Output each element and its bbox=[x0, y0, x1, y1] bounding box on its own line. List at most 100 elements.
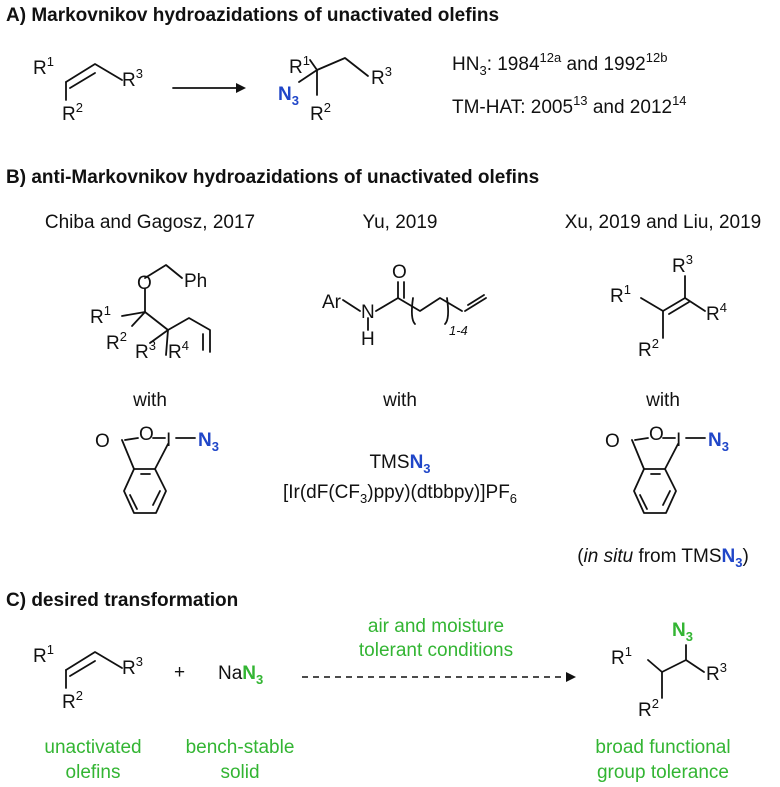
b-col1-azide: N3 bbox=[198, 430, 219, 454]
b-col3-substrate: R1 R2 R3 R4 bbox=[610, 252, 727, 361]
ring-o-bond bbox=[634, 437, 649, 441]
c-caption-reagent-line1: bench-stable bbox=[186, 737, 295, 758]
a-product-r1: R1 bbox=[289, 53, 310, 78]
b-col2-oxygen: O bbox=[392, 262, 407, 283]
b-col3-ring-o: O bbox=[649, 424, 664, 445]
b-col2-with: with bbox=[382, 390, 417, 411]
arrow-head-icon bbox=[566, 672, 576, 682]
iodoxolone-ring bbox=[631, 439, 679, 470]
section-b-header: B) anti-Markovnikov hydroazidations of u… bbox=[6, 167, 539, 188]
ring-o-bond bbox=[124, 437, 139, 441]
c-conditions-line2: tolerant conditions bbox=[359, 640, 513, 661]
alkene-skeleton bbox=[65, 63, 123, 83]
b-col3-r3: R3 bbox=[672, 252, 693, 277]
terminal-alkene-single bbox=[464, 297, 487, 312]
a-reactant-r1: R1 bbox=[33, 54, 54, 79]
b-col1-carbonyl-o: O bbox=[95, 431, 110, 452]
c-reactant-r3: R3 bbox=[122, 654, 143, 679]
c-product-azide: N3 bbox=[672, 620, 693, 644]
amide-bonds bbox=[375, 281, 399, 312]
product-skeleton bbox=[298, 57, 369, 83]
ar-n-bond bbox=[342, 299, 361, 312]
b-col1-oxygen: O bbox=[137, 273, 152, 294]
c-plus-sign: + bbox=[174, 662, 185, 683]
b-col2-nitrogen: N bbox=[361, 302, 375, 323]
c-caption-olefins-line2: olefins bbox=[66, 762, 121, 783]
section-c-product: R1 N3 R2 R3 bbox=[611, 620, 727, 721]
c-product-r3: R3 bbox=[706, 660, 727, 685]
b-col1-title: Chiba and Gagosz, 2017 bbox=[45, 212, 255, 233]
benzene-ring bbox=[123, 468, 167, 514]
a-reactant-r2: R2 bbox=[62, 100, 83, 125]
b-col1-reagent-abx: O O I N3 bbox=[95, 424, 219, 514]
b-col3-in-situ-note: (in situ from TMSN3) bbox=[577, 546, 749, 570]
c-caption-product-line2: group tolerance bbox=[597, 762, 729, 783]
b-col3-r4: R4 bbox=[706, 300, 727, 325]
repeat-bracket-left bbox=[410, 297, 416, 325]
b-col1-iodine: I bbox=[166, 430, 171, 451]
repeat-bracket-right bbox=[444, 297, 450, 325]
b-col1-substrate: O Ph R1 R2 R3 R4 bbox=[90, 264, 211, 363]
r2-bond bbox=[131, 311, 146, 327]
r4-bond bbox=[684, 297, 706, 312]
benzyl-ether-bonds bbox=[144, 264, 183, 279]
quaternary-bonds bbox=[121, 311, 169, 356]
b-col3-with: with bbox=[645, 390, 680, 411]
c-caption-reagent-line2: solid bbox=[220, 762, 259, 783]
b-col2-hydrogen: H bbox=[361, 329, 375, 350]
c-reagent-nan3: NaN3 bbox=[218, 663, 263, 687]
b-col1-r3: R3 bbox=[135, 338, 156, 363]
b-col2-repeat-count: 1-4 bbox=[449, 323, 468, 338]
a-product-azide: N3 bbox=[278, 84, 299, 108]
section-c-reactant: R1 R3 R2 bbox=[33, 642, 143, 713]
b-col3-reagent-abx: O O I N3 bbox=[605, 424, 729, 514]
b-col3-title: Xu, 2019 and Liu, 2019 bbox=[565, 212, 762, 233]
terminal-alkene-double bbox=[467, 294, 485, 306]
r3-bond bbox=[149, 329, 169, 344]
c-conditions-line1: air and moisture bbox=[368, 616, 504, 637]
iodoxolone-ring bbox=[121, 439, 169, 470]
a-reference-hn3: HN3: 198412a and 199212b bbox=[452, 50, 667, 78]
double-bond-line bbox=[69, 660, 96, 677]
a-product-r2: R2 bbox=[310, 100, 331, 125]
section-a-arrow bbox=[172, 83, 246, 93]
b-col1-r4: R4 bbox=[168, 338, 189, 363]
b-col2-title: Yu, 2019 bbox=[362, 212, 437, 233]
c-product-r1: R1 bbox=[611, 644, 632, 669]
r1-bond bbox=[309, 59, 318, 71]
b-col1-with: with bbox=[132, 390, 167, 411]
c-caption-olefins-line1: unactivated bbox=[44, 737, 141, 758]
b-col2-substrate: O Ar N H 1-4 bbox=[322, 262, 487, 350]
arrow-head-icon bbox=[236, 83, 246, 93]
b-col3-iodine: I bbox=[676, 430, 681, 451]
section-a-reactant: R1 R3 R2 bbox=[33, 54, 143, 125]
allyl-bonds bbox=[167, 317, 211, 353]
double-bond-line bbox=[668, 301, 690, 315]
b-col3-carbonyl-o: O bbox=[605, 431, 620, 452]
b-col1-r1: R1 bbox=[90, 303, 111, 328]
b-col3-r1: R1 bbox=[610, 282, 631, 307]
c-product-r2: R2 bbox=[638, 696, 659, 721]
benzene-ring bbox=[633, 468, 677, 514]
benzene-double-bonds bbox=[129, 473, 161, 510]
c-caption-product-line1: broad functional bbox=[595, 737, 730, 758]
b-col1-ring-o: O bbox=[139, 424, 154, 445]
b-col2-aryl: Ar bbox=[322, 292, 342, 313]
section-c-header: C) desired transformation bbox=[6, 590, 238, 611]
b-col3-r2: R2 bbox=[638, 336, 659, 361]
section-c-dashed-arrow bbox=[302, 672, 576, 682]
a-reference-tm-hat: TM-HAT: 200513 and 201214 bbox=[452, 93, 687, 118]
c-reactant-r1: R1 bbox=[33, 642, 54, 667]
chain-bonds bbox=[397, 297, 463, 312]
b-col3-azide: N3 bbox=[708, 430, 729, 454]
b-col1-phenyl: Ph bbox=[184, 271, 207, 292]
benzene-double-bonds bbox=[639, 473, 671, 510]
section-a-header: A) Markovnikov hydroazidations of unacti… bbox=[6, 5, 499, 26]
a-product-r3: R3 bbox=[371, 64, 392, 89]
section-a-product: R1 N3 R2 R3 bbox=[278, 53, 392, 125]
c-reactant-r2: R2 bbox=[62, 688, 83, 713]
a-reactant-r3: R3 bbox=[122, 66, 143, 91]
alkene-skeleton bbox=[65, 651, 123, 671]
b-col2-reagent-photocatalyst: [Ir(dF(CF3)ppy)(dtbbpy)]PF6 bbox=[283, 482, 517, 506]
